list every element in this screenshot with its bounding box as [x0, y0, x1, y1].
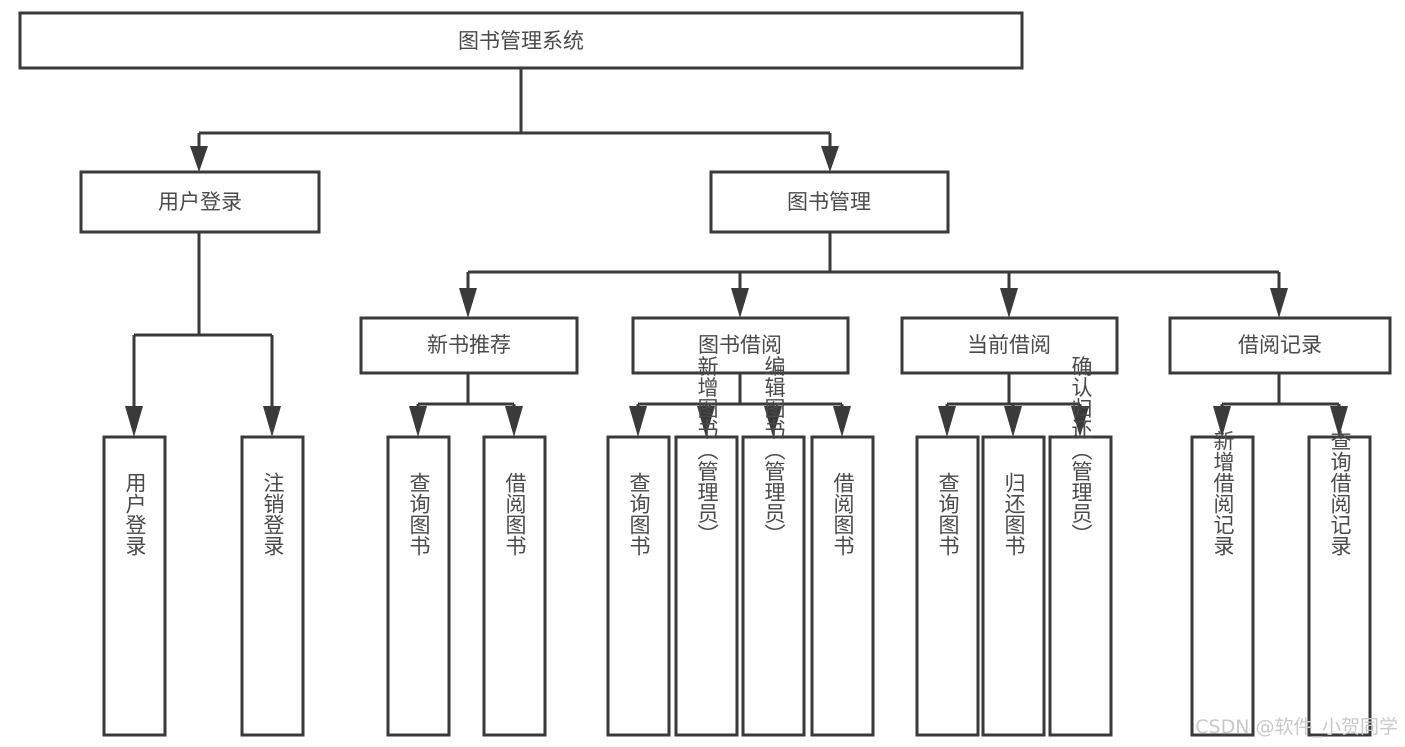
node-leaf-borrow-book-2[interactable]: 借阅图书 — [810, 435, 875, 737]
node-leaf-borrow-book-1[interactable]: 借阅图书 — [482, 435, 547, 737]
arrow-head-leaf-confirm-return — [1071, 406, 1089, 437]
arrow-head-leaf-query-record — [1330, 406, 1348, 437]
node-leaf-edit-book-box[interactable] — [741, 435, 806, 737]
node-leaf-edit-book[interactable]: 编辑图书（管理员） — [741, 356, 806, 737]
arrow-head-new-book-recommend — [459, 288, 477, 318]
arrow-head-leaf-logout-login — [263, 406, 281, 437]
node-root-label: 图书管理系统 — [458, 29, 584, 53]
node-leaf-borrow-book-2-box[interactable] — [810, 435, 875, 737]
node-leaf-borrow-book-1-label: 借阅图书 — [503, 472, 527, 556]
node-leaf-query-book-2-box[interactable] — [606, 435, 671, 737]
node-leaf-query-book-1-label: 查询图书 — [407, 472, 431, 556]
node-leaf-logout-login[interactable]: 注销登录 — [240, 435, 305, 737]
node-current-borrow-box[interactable] — [900, 316, 1119, 375]
arrow-head-book-borrow — [731, 288, 749, 318]
arrow-head-leaf-add-book — [697, 406, 715, 437]
node-leaf-user-login-box[interactable] — [102, 435, 167, 737]
node-leaf-edit-book-label: 编辑图书（管理员） — [762, 356, 786, 545]
node-leaf-query-book-2[interactable]: 查询图书 — [606, 435, 671, 737]
node-leaf-add-book-box[interactable] — [674, 435, 739, 737]
node-leaf-query-record[interactable]: 查询借阅记录 — [1307, 430, 1372, 737]
arrow-head-leaf-query-book-2 — [629, 406, 647, 437]
arrow-head-leaf-add-record — [1213, 406, 1231, 437]
node-leaf-return-book-box[interactable] — [981, 435, 1046, 737]
arrow-head-leaf-query-book-3 — [938, 406, 956, 437]
arrow-head-leaf-borrow-book-1 — [505, 406, 523, 437]
node-book-manage[interactable]: 图书管理 — [709, 170, 950, 234]
arrow-head-borrow-record — [1270, 288, 1288, 318]
arrow-head-current-borrow — [1000, 288, 1018, 318]
node-leaf-confirm-return-label: 确认归还（管理员） — [1069, 356, 1093, 545]
node-leaf-add-book-label: 新增图书（管理员） — [695, 356, 719, 545]
node-user-login-label: 用户登录 — [158, 190, 242, 214]
node-leaf-logout-login-box[interactable] — [240, 435, 305, 737]
node-leaf-query-book-2-label: 查询图书 — [627, 472, 651, 556]
arrow-head-leaf-user-login — [125, 406, 143, 437]
node-leaf-add-record-label: 新增借阅记录 — [1211, 430, 1235, 556]
node-current-borrow-label: 当前借阅 — [967, 333, 1051, 357]
node-leaf-add-record[interactable]: 新增借阅记录 — [1190, 430, 1255, 737]
node-leaf-borrow-book-1-box[interactable] — [482, 435, 547, 737]
node-borrow-record-box[interactable] — [1168, 316, 1392, 375]
node-user-login-box[interactable] — [79, 170, 321, 234]
node-leaf-return-book-label: 归还图书 — [1002, 472, 1026, 556]
node-user-login[interactable]: 用户登录 — [79, 170, 321, 234]
arrow-head-leaf-edit-book — [764, 406, 782, 437]
node-root-box[interactable] — [18, 11, 1024, 70]
node-leaf-logout-login-label: 注销登录 — [261, 472, 285, 556]
node-borrow-record-label: 借阅记录 — [1238, 333, 1322, 357]
node-leaf-user-login-label: 用户登录 — [123, 472, 147, 556]
watermark-label: CSDN @软件_小贺同学 — [1195, 716, 1398, 738]
node-new-book-recommend[interactable]: 新书推荐 — [359, 316, 579, 375]
node-leaf-borrow-book-2-label: 借阅图书 — [831, 472, 855, 556]
node-book-borrow-box[interactable] — [631, 316, 850, 375]
arrow-head-user-login — [190, 146, 208, 172]
arrow-head-leaf-return-book — [1004, 406, 1022, 437]
node-borrow-record[interactable]: 借阅记录 — [1168, 316, 1392, 375]
node-book-borrow[interactable]: 图书借阅 — [631, 316, 850, 375]
node-leaf-confirm-return[interactable]: 确认归还（管理员） — [1048, 356, 1113, 737]
arrow-head-leaf-borrow-book-2 — [833, 406, 851, 437]
arrow-head-leaf-query-book-1 — [409, 406, 427, 437]
node-leaf-query-book-3-box[interactable] — [915, 435, 980, 737]
node-leaf-confirm-return-box[interactable] — [1048, 435, 1113, 737]
node-root[interactable]: 图书管理系统 — [18, 11, 1024, 70]
node-leaf-query-book-3-label: 查询图书 — [936, 472, 960, 556]
connector-layer — [125, 68, 1348, 437]
node-book-borrow-label: 图书借阅 — [698, 333, 782, 357]
node-book-manage-label: 图书管理 — [787, 190, 871, 214]
arrow-head-book-manage — [821, 146, 839, 172]
node-leaf-add-record-box[interactable] — [1190, 435, 1255, 737]
node-leaf-query-book-3[interactable]: 查询图书 — [915, 435, 980, 737]
node-book-manage-box[interactable] — [709, 170, 950, 234]
node-new-book-recommend-label: 新书推荐 — [427, 333, 511, 357]
node-leaf-query-record-box[interactable] — [1307, 435, 1372, 737]
node-leaf-user-login[interactable]: 用户登录 — [102, 435, 167, 737]
node-leaf-query-record-label: 查询借阅记录 — [1328, 430, 1352, 556]
node-leaf-return-book[interactable]: 归还图书 — [981, 435, 1046, 737]
node-new-book-recommend-box[interactable] — [359, 316, 579, 375]
node-leaf-query-book-1[interactable]: 查询图书 — [386, 435, 451, 737]
node-leaf-query-book-1-box[interactable] — [386, 435, 451, 737]
node-leaf-add-book[interactable]: 新增图书（管理员） — [674, 356, 739, 737]
node-current-borrow[interactable]: 当前借阅 — [900, 316, 1119, 375]
